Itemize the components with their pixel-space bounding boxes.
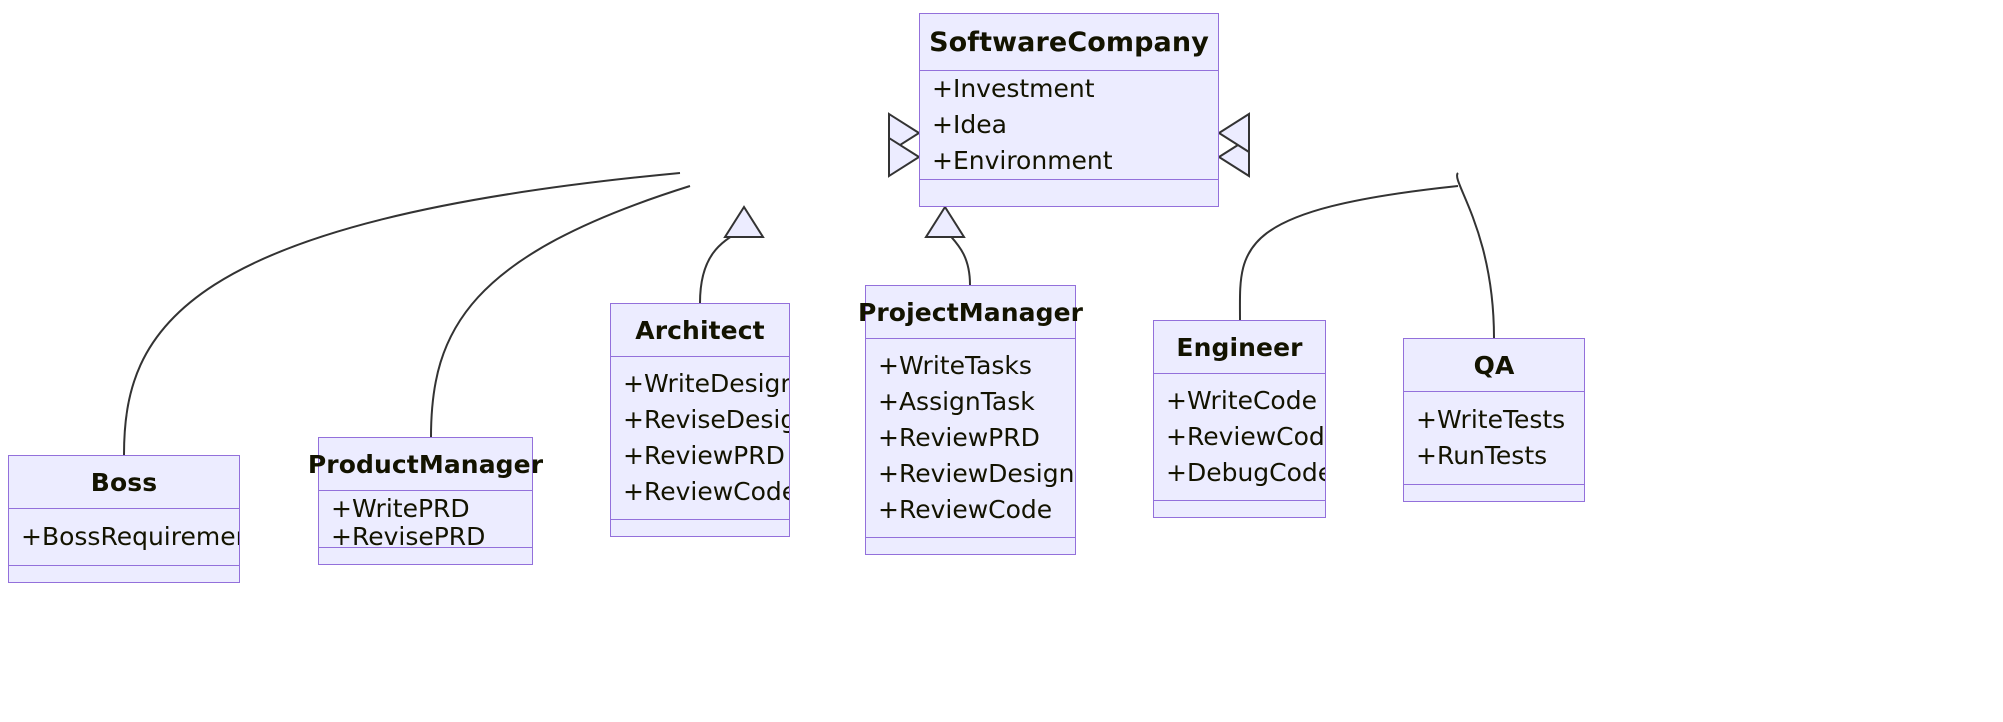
- relationship-edge-qa-to-softwarecompany: [1456, 172, 1495, 339]
- class-name-softwarecompany: SoftwareCompany: [929, 26, 1209, 58]
- relationship-edge-boss-to-softwarecompany: [123, 172, 681, 456]
- class-attribute: +ReviewPRD: [878, 423, 1040, 452]
- class-methods-boss: [9, 565, 239, 583]
- class-attribute: +Idea: [932, 110, 1007, 139]
- generalization-arrowhead-architect: [723, 205, 765, 238]
- relationship-edge-engineer-to-softwarecompany: [1238, 185, 1459, 321]
- class-attribute: +ReviewCode: [878, 495, 1053, 524]
- class-node-projectmanager[interactable]: ProjectManager +WriteTasks +AssignTask +Rev…: [857, 285, 1084, 555]
- class-attribute: +ReviewCode: [1166, 422, 1325, 451]
- class-methods-softwarecompany: [920, 179, 1218, 207]
- class-attributes-qa: +WriteTests +RunTests: [1404, 391, 1584, 484]
- class-attributes-projectmanager: +WriteTasks +AssignTask +ReviewPRD +ReviewD…: [866, 338, 1075, 537]
- class-name-qa: QA: [1473, 350, 1515, 380]
- class-attributes-softwarecompany: +Investment +Idea +Environment: [920, 70, 1218, 179]
- class-node-boss[interactable]: Boss +BossRequirement: [8, 455, 240, 583]
- class-node-engineer[interactable]: Engineer +WriteCode +ReviewCode +DebugCode: [1153, 320, 1326, 518]
- generalization-arrowhead-productmanager: [888, 136, 921, 178]
- class-attribute: +RevisePRD: [331, 522, 486, 547]
- class-name-architect: Architect: [635, 315, 765, 345]
- class-attribute: +BossRequirement: [21, 522, 239, 551]
- class-node-productmanager[interactable]: ProductManager +WritePRD +RevisePRD: [307, 437, 544, 565]
- class-node-qa[interactable]: QA +WriteTests +RunTests: [1403, 338, 1585, 502]
- class-attribute: +RunTests: [1416, 441, 1548, 470]
- class-node-softwarecompany[interactable]: SoftwareCompany +Investment +Idea +Environm…: [919, 13, 1219, 207]
- class-node-architect[interactable]: Architect +WriteDesign +ReviseDesign +Revie…: [610, 303, 790, 537]
- class-attribute: +AssignTask: [878, 387, 1035, 416]
- class-attribute: +WriteDesign: [623, 369, 789, 398]
- class-methods-architect: [611, 519, 789, 537]
- class-attribute: +ReviewPRD: [623, 441, 785, 470]
- class-attribute: +WritePRD: [331, 494, 470, 519]
- class-attribute: +DebugCode: [1166, 458, 1325, 487]
- class-attribute: +Environment: [932, 146, 1113, 175]
- class-attributes-engineer: +WriteCode +ReviewCode +DebugCode: [1154, 373, 1325, 500]
- generalization-arrowhead-projectmanager: [924, 205, 966, 238]
- class-attribute: +WriteTasks: [878, 351, 1032, 380]
- class-name-boss: Boss: [90, 467, 158, 497]
- class-name-engineer: Engineer: [1176, 332, 1303, 362]
- class-attribute: +WriteTests: [1416, 405, 1566, 434]
- class-attribute: +ReviseDesign: [623, 405, 789, 434]
- class-methods-projectmanager: [866, 537, 1075, 555]
- class-attribute: +ReviewDesign: [878, 459, 1075, 488]
- class-methods-qa: [1404, 484, 1584, 502]
- class-attribute: +Investment: [932, 74, 1095, 103]
- class-name-productmanager: ProductManager: [307, 449, 544, 479]
- generalization-arrowhead-qa: [1217, 112, 1250, 154]
- class-name-projectmanager: ProjectManager: [857, 297, 1084, 327]
- relationship-edge-productmanager-to-softwarecompany: [430, 185, 691, 438]
- relationship-edge-architect-to-softwarecompany: [699, 227, 746, 304]
- class-attributes-architect: +WriteDesign +ReviseDesign +ReviewPRD +Revi…: [611, 356, 789, 519]
- class-attributes-productmanager: +WritePRD +RevisePRD: [319, 490, 532, 547]
- class-methods-productmanager: [319, 547, 532, 565]
- class-attribute: +ReviewCode: [623, 477, 789, 506]
- class-methods-engineer: [1154, 500, 1325, 518]
- class-attribute: +WriteCode: [1166, 386, 1317, 415]
- class-attributes-boss: +BossRequirement: [9, 508, 239, 565]
